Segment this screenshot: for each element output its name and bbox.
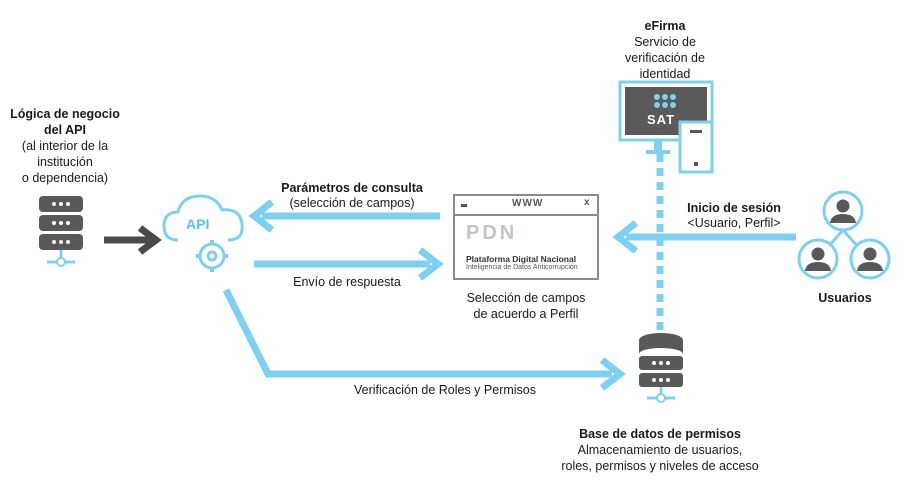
params-sub: (selección de campos) bbox=[289, 196, 415, 210]
response-label: Envío de respuesta bbox=[293, 275, 401, 289]
browser-url-label: WWW bbox=[512, 198, 544, 209]
db-title: Base de datos de permisos bbox=[579, 427, 741, 441]
browser-window-icon bbox=[453, 194, 599, 280]
efirma-title: eFirma bbox=[644, 19, 686, 33]
verification-arrow-icon bbox=[222, 288, 626, 391]
logic-title-line1: Lógica de negocio bbox=[10, 107, 120, 121]
db-sub-line2: roles, permisos y niveles de acceso bbox=[561, 459, 759, 473]
pdn-caption-line2: de acuerdo a Perfil bbox=[473, 307, 579, 321]
efirma-sub-line3: identidad bbox=[639, 67, 691, 81]
dark-arrow-icon bbox=[104, 225, 162, 255]
users-label: Usuarios bbox=[818, 291, 872, 305]
logic-sub-line2: institución bbox=[37, 155, 93, 169]
sat-logo: SAT bbox=[647, 112, 676, 127]
response-arrow-icon bbox=[254, 247, 444, 281]
cloud-gear-icon bbox=[162, 194, 244, 272]
params-arrow-icon bbox=[248, 199, 440, 233]
login-arrow-icon bbox=[612, 220, 796, 254]
api-label: API bbox=[186, 216, 210, 232]
efirma-sub-line1: Servicio de bbox=[634, 35, 696, 49]
server-icon bbox=[37, 194, 85, 268]
pdn-logo: PDN bbox=[466, 222, 518, 244]
efirma-sub-line2: verificación de bbox=[625, 51, 705, 65]
verification-label: Verificación de Roles y Permisos bbox=[353, 383, 537, 397]
pdn-title: Plataforma Digital Nacional bbox=[466, 254, 577, 264]
logic-sub-line3: o dependencia) bbox=[21, 171, 109, 185]
logic-title-line2: del API bbox=[44, 123, 86, 137]
database-icon bbox=[637, 331, 685, 404]
users-icon bbox=[797, 190, 891, 280]
pdn-caption-line1: Selección de campos bbox=[466, 291, 586, 305]
monitor-icon bbox=[618, 80, 714, 174]
pdn-subtitle: Inteligencia de Datos Anticorrupción bbox=[466, 264, 578, 271]
logic-sub-line1: (al interior de la bbox=[21, 139, 109, 153]
login-title: Inicio de sesión bbox=[687, 201, 781, 215]
browser-close-icon: x bbox=[584, 197, 591, 208]
db-sub-line1: Almacenamiento de usuarios, bbox=[577, 443, 743, 457]
login-sub: <Usuario, Perfil> bbox=[687, 216, 781, 230]
params-title: Parámetros de consulta bbox=[281, 181, 423, 195]
